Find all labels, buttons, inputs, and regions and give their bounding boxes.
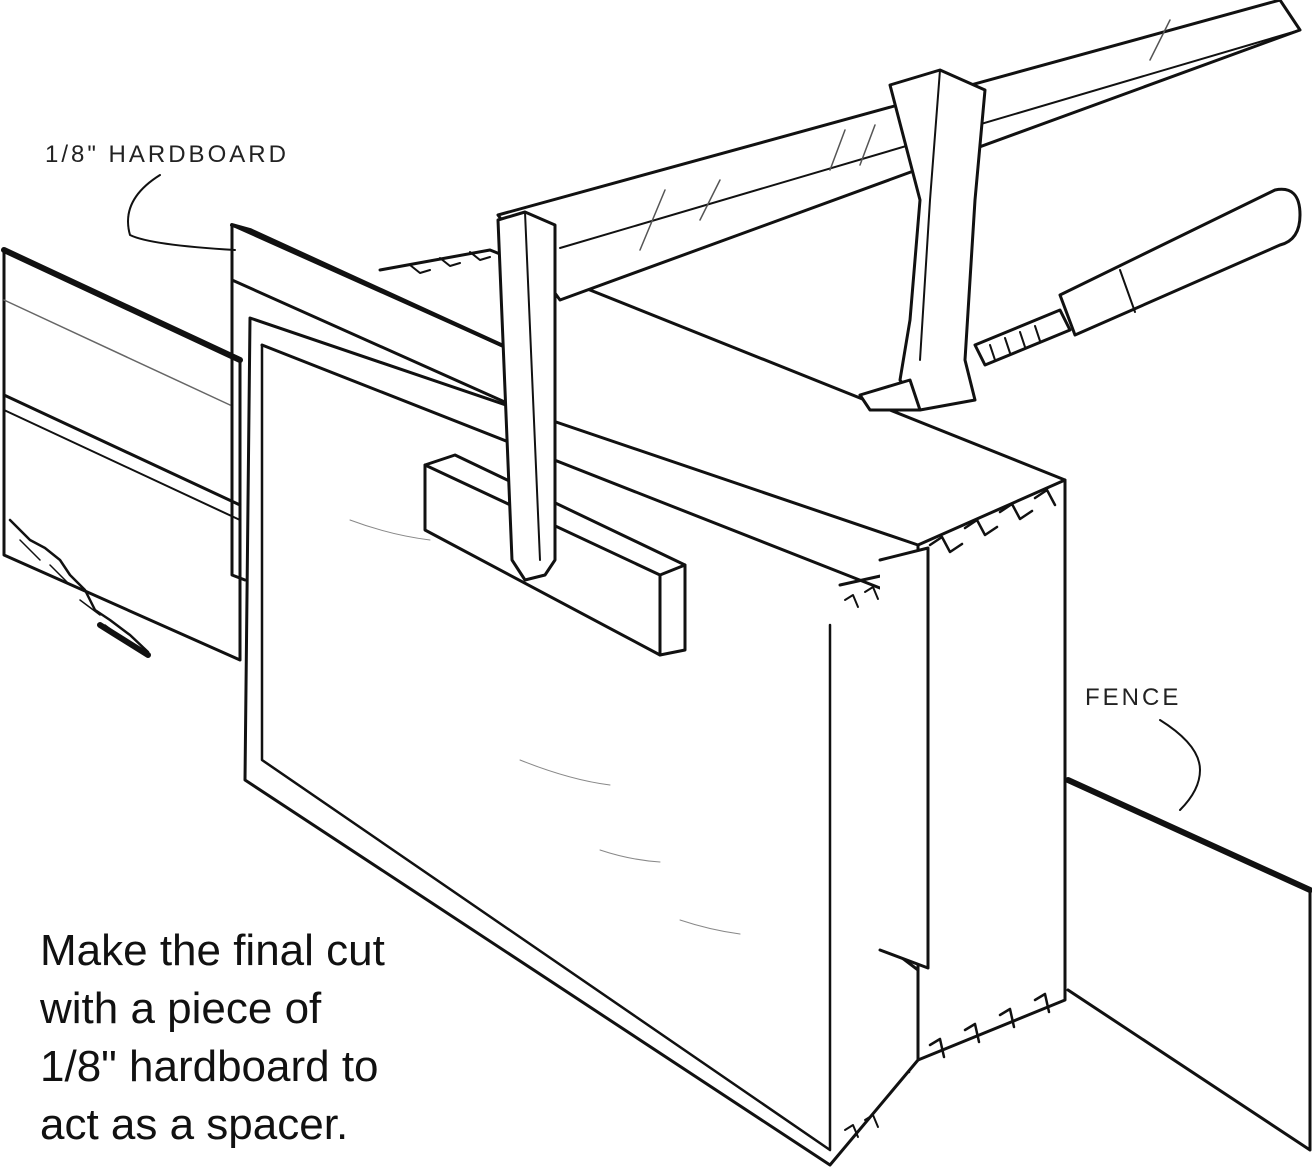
- caption-line: 1/8" hardboard to: [40, 1042, 379, 1091]
- hardboard-edge: [878, 546, 930, 970]
- clamp-handle: [973, 187, 1302, 367]
- fence-label: FENCE: [1085, 684, 1181, 711]
- caption-line: Make the final cut: [40, 926, 385, 975]
- saw-blade: [8, 518, 151, 658]
- caption-line: act as a spacer.: [40, 1100, 349, 1149]
- hardboard-label: 1/8" HARDBOARD: [45, 141, 289, 168]
- caption-line: with a piece of: [40, 984, 322, 1033]
- caption: Make the final cut with a piece of 1/8" …: [40, 922, 480, 1154]
- clamp-jaw-front: [496, 210, 557, 582]
- clamp-jaw-rear: [858, 68, 987, 412]
- sled-runner: [1, 247, 243, 662]
- leader-lines: [127, 174, 1201, 811]
- fence: [1065, 777, 1312, 1152]
- hardboard-spacer: [230, 223, 547, 582]
- box-front: [243, 316, 920, 1167]
